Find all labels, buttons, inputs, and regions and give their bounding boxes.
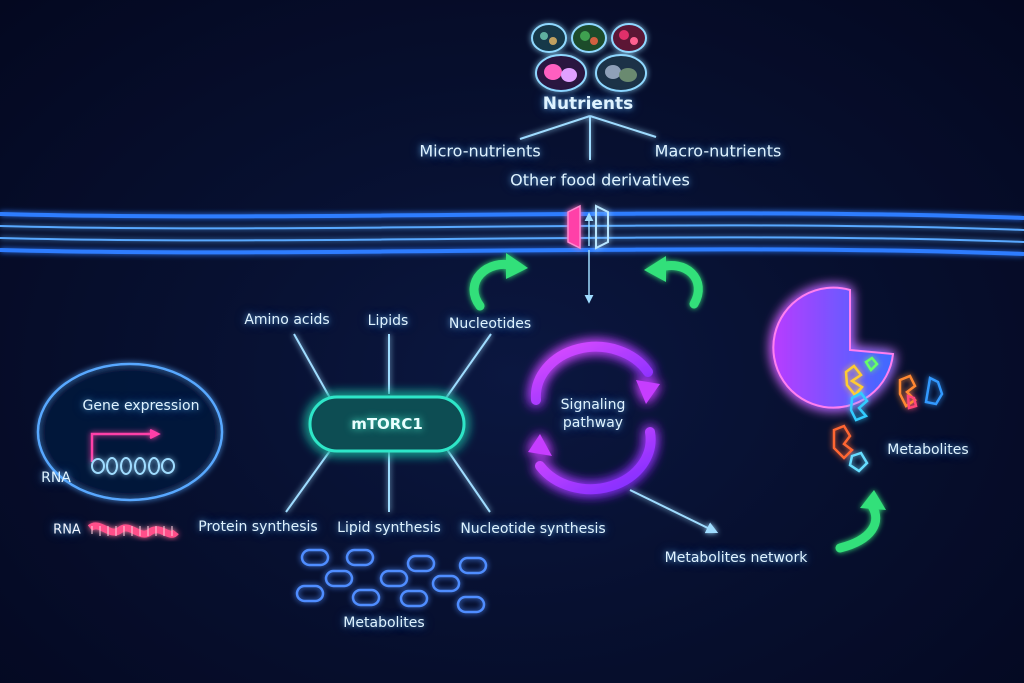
metabolites-bottom-label: Metabolites [343, 615, 425, 631]
output-protein-synthesis: Protein synthesis [198, 519, 318, 535]
protein-structure-icons [832, 356, 944, 473]
other-food-derivatives-label: Other food derivatives [510, 170, 690, 190]
metabolites-network-label: Metabolites network [664, 550, 808, 566]
metabolites-network-link [629, 489, 719, 534]
mtorc1-node [308, 395, 466, 453]
input-amino-acids: Amino acids [244, 312, 330, 328]
signaling-pathway-label: Signaling pathway [548, 396, 638, 432]
output-lipid-synthesis: Lipid synthesis [337, 520, 441, 536]
macro-nutrients-label: Macro-nutrients [654, 141, 782, 161]
cell-membrane [0, 211, 1024, 256]
rna-label-primary: RNA [41, 470, 71, 486]
signaling-line-1: Signaling [560, 397, 626, 413]
nutrient-branches [519, 115, 657, 160]
nutrient-bowls-icon [531, 23, 647, 92]
mtorc1-label: mTORC1 [351, 415, 423, 433]
gene-expression-node [36, 362, 224, 502]
promoter-arrow-icon [90, 428, 161, 462]
metabolites-right-label: Metabolites [887, 442, 969, 458]
green-arrow-up-right [835, 490, 886, 553]
nutrients-title: Nutrients [542, 94, 634, 114]
micro-nutrients-label: Micro-nutrients [419, 141, 541, 161]
input-nucleotides: Nucleotides [448, 316, 532, 332]
rna-strand-icon [87, 522, 179, 538]
dna-helix-icon [91, 457, 175, 475]
green-cycle-arrow-right [644, 256, 703, 309]
rna-label-secondary: RNA [53, 522, 81, 538]
metabolite-capsules [295, 548, 488, 614]
output-nucleotide-synthesis: Nucleotide synthesis [460, 521, 606, 537]
mtorc1-spokes [285, 333, 492, 513]
green-cycle-arrow-left [469, 253, 528, 311]
signaling-line-2: pathway [562, 415, 624, 431]
enzyme-pie-icon [772, 286, 895, 409]
membrane-channel-icon [567, 204, 609, 250]
signaling-cycle-icon [528, 341, 660, 495]
input-lipids: Lipids [367, 313, 409, 329]
gene-expression-label: Gene expression [82, 398, 200, 414]
